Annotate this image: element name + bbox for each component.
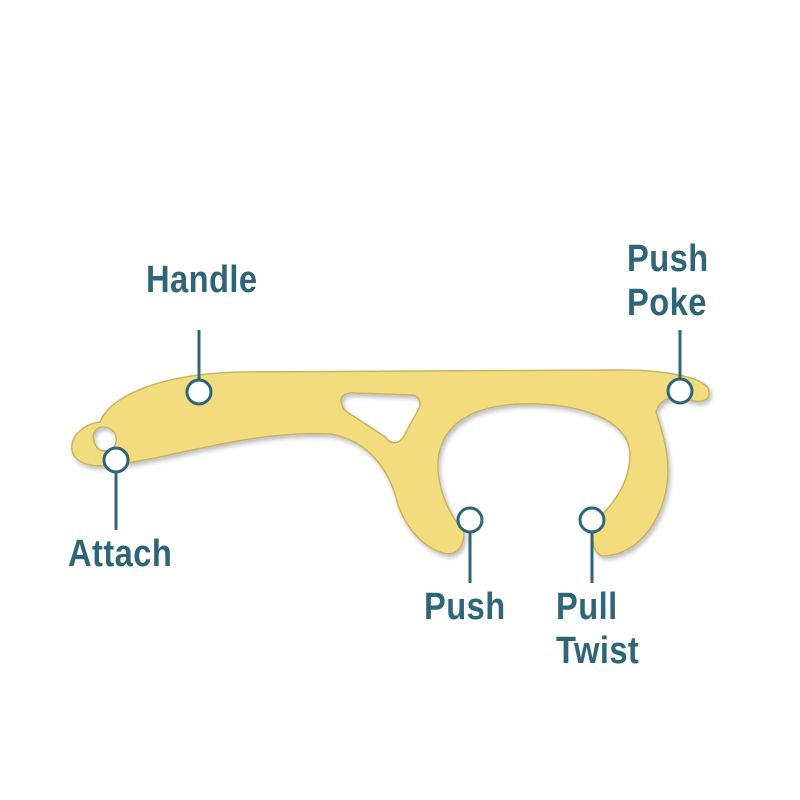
push-poke-label: Push Poke [627, 237, 709, 325]
tool-body [71, 369, 710, 557]
push-poke-label-line-2: Poke [627, 282, 707, 324]
pull-twist-marker [578, 506, 606, 534]
push-marker [456, 506, 484, 534]
handle-label: Handle [146, 258, 258, 302]
push-label-line-1: Push [424, 586, 506, 628]
pull-twist-label-line-2: Twist [556, 630, 640, 672]
handle-label-line-1: Handle [146, 259, 258, 301]
pull-twist-label-line-1: Pull [556, 586, 618, 628]
attach-label-line-1: Attach [68, 533, 173, 575]
handle-marker [185, 378, 213, 406]
attach-label: Attach [68, 532, 172, 576]
push-poke-marker [666, 377, 694, 405]
attach-marker [102, 446, 130, 474]
push-poke-label-line-1: Push [627, 238, 709, 280]
pull-twist-label: Pull Twist [556, 585, 639, 673]
push-label: Push [424, 585, 506, 629]
